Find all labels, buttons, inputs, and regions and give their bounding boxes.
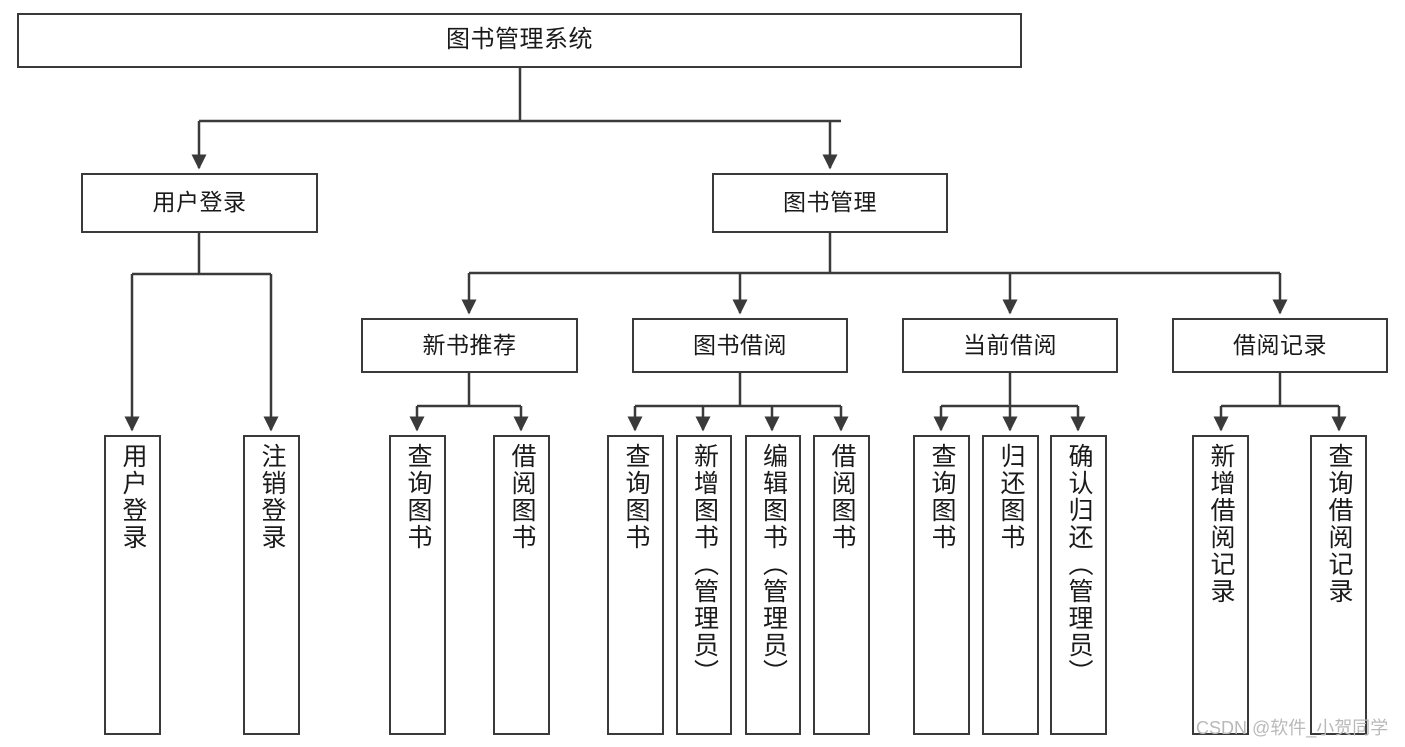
node-leaf-borrow-book-2[interactable]: 借阅图书 xyxy=(813,435,870,735)
node-leaf-logout-login[interactable]: 注销登录 xyxy=(243,435,300,735)
node-new-book-recommend[interactable]: 新书推荐 xyxy=(361,318,578,373)
node-book-management[interactable]: 图书管理 xyxy=(712,173,948,233)
node-borrow-record[interactable]: 借阅记录 xyxy=(1172,318,1388,373)
node-leaf-edit-book[interactable]: 编辑图书（管理员） xyxy=(745,435,801,735)
node-leaf-return-book-label: 归还图书 xyxy=(997,443,1025,551)
node-new-book-recommend-label: 新书推荐 xyxy=(422,331,517,358)
node-leaf-confirm-return-label: 确认归还（管理员） xyxy=(1065,443,1093,686)
node-leaf-user-login[interactable]: 用户登录 xyxy=(104,435,161,735)
node-leaf-query-book-3[interactable]: 查询图书 xyxy=(913,435,970,735)
node-leaf-edit-book-label: 编辑图书（管理员） xyxy=(759,443,788,686)
node-user-login[interactable]: 用户登录 xyxy=(81,173,318,233)
node-leaf-add-record[interactable]: 新增借阅记录 xyxy=(1192,435,1249,735)
node-book-management-label: 图书管理 xyxy=(783,189,877,216)
node-leaf-query-book-1[interactable]: 查询图书 xyxy=(389,435,446,735)
node-user-login-label: 用户登录 xyxy=(152,189,247,216)
node-leaf-return-book[interactable]: 归还图书 xyxy=(982,435,1039,735)
node-root-label: 图书管理系统 xyxy=(446,26,593,54)
node-leaf-query-book-2-label: 查询图书 xyxy=(622,443,650,551)
node-leaf-logout-login-label: 注销登录 xyxy=(258,443,286,551)
node-leaf-borrow-book-1-label: 借阅图书 xyxy=(508,443,536,551)
node-current-borrow[interactable]: 当前借阅 xyxy=(902,318,1118,373)
node-leaf-borrow-book-1[interactable]: 借阅图书 xyxy=(493,435,550,735)
node-leaf-confirm-return[interactable]: 确认归还（管理员） xyxy=(1050,435,1107,735)
node-current-borrow-label: 当前借阅 xyxy=(963,331,1057,358)
node-leaf-user-login-label: 用户登录 xyxy=(119,443,147,551)
node-leaf-query-book-3-label: 查询图书 xyxy=(928,443,956,551)
node-leaf-add-book[interactable]: 新增图书（管理员） xyxy=(676,435,732,735)
node-leaf-query-book-2[interactable]: 查询图书 xyxy=(607,435,664,735)
node-book-borrow-label: 图书借阅 xyxy=(693,331,787,358)
node-leaf-add-record-label: 新增借阅记录 xyxy=(1207,443,1235,605)
node-leaf-query-record-label: 查询借阅记录 xyxy=(1325,443,1353,605)
node-leaf-query-record[interactable]: 查询借阅记录 xyxy=(1310,435,1367,735)
node-root[interactable]: 图书管理系统 xyxy=(17,13,1022,68)
node-leaf-borrow-book-2-label: 借阅图书 xyxy=(828,443,856,551)
node-book-borrow[interactable]: 图书借阅 xyxy=(632,318,848,373)
node-borrow-record-label: 借阅记录 xyxy=(1233,331,1327,358)
node-leaf-add-book-label: 新增图书（管理员） xyxy=(690,443,719,686)
node-leaf-query-book-1-label: 查询图书 xyxy=(404,443,432,551)
